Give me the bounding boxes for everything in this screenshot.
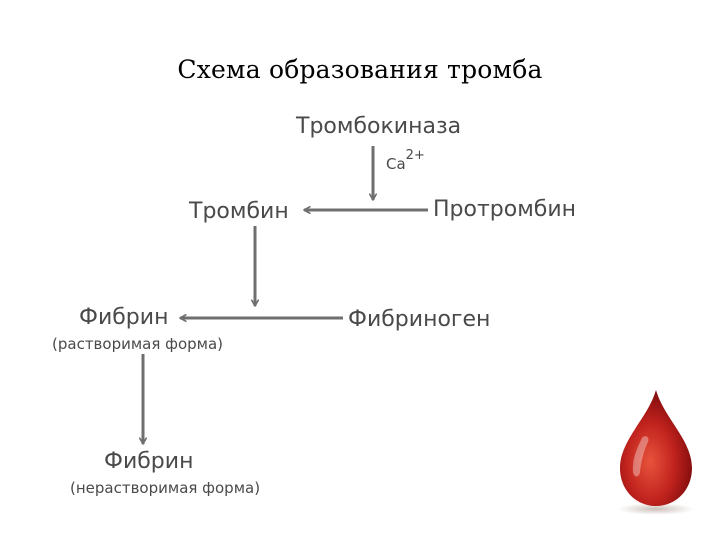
calcium-symbol: Ca bbox=[386, 155, 406, 173]
calcium-ion-label: Ca2+ bbox=[386, 148, 425, 173]
node-fibrin-soluble: Фибрин bbox=[79, 305, 169, 330]
page-title: Схема образования тромба bbox=[177, 55, 543, 84]
blood-drop-icon bbox=[618, 390, 694, 515]
node-fibrinogen: Фибриноген bbox=[348, 307, 491, 332]
node-fibrin-insoluble: Фибрин bbox=[104, 449, 194, 474]
node-thrombin: Тромбин bbox=[189, 199, 289, 224]
fibrin-soluble-note: (растворимая форма) bbox=[52, 335, 224, 353]
node-prothrombin: Протромбин bbox=[433, 197, 577, 222]
fibrin-insoluble-note: (нерастворимая форма) bbox=[70, 479, 261, 497]
node-thrombokinase: Тромбокиназа bbox=[296, 114, 462, 139]
calcium-charge: 2+ bbox=[405, 148, 425, 163]
